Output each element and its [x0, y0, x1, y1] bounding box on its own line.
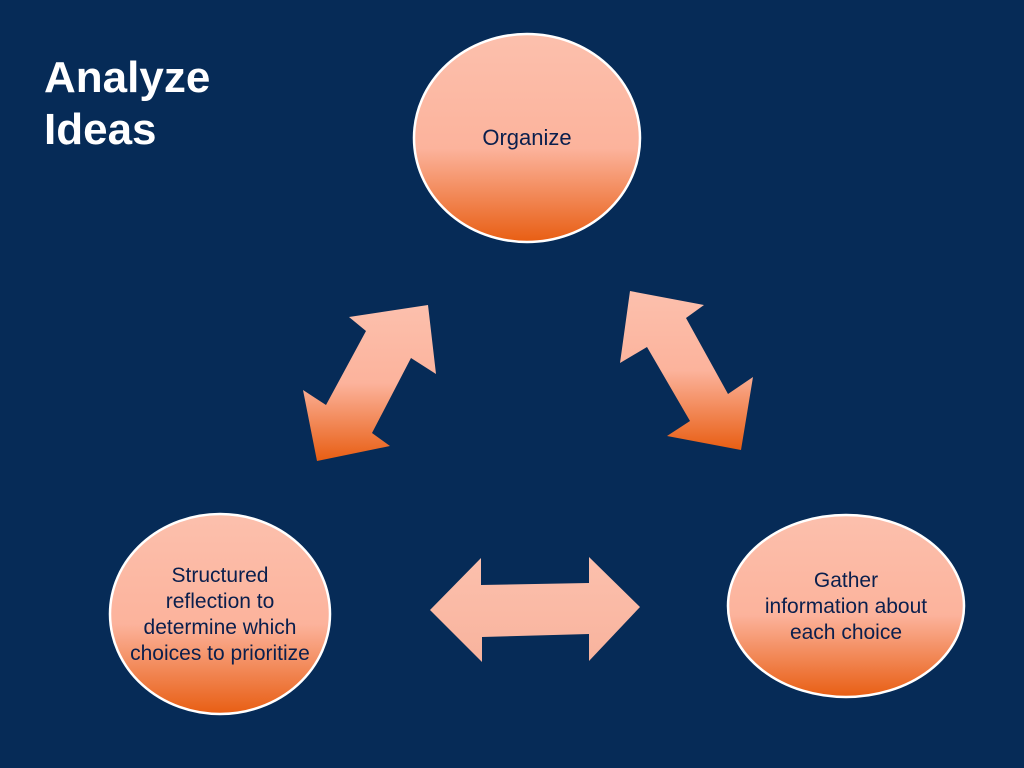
node-gather-circle — [726, 513, 966, 699]
double-arrow-horizontal-icon — [430, 557, 640, 662]
double-arrow-right-icon — [620, 291, 753, 450]
title-line-1: Analyze — [44, 53, 211, 102]
title-line-2: Ideas — [44, 105, 157, 154]
node-reflection-circle — [108, 512, 332, 716]
node-gather-label: Gather information about each choice — [764, 569, 928, 644]
node-reflection-label: Structured reflection to determine which… — [130, 564, 310, 665]
node-organize-label: Organize — [482, 125, 572, 150]
double-arrow-left-icon — [303, 305, 436, 461]
slide-title: Analyze Ideas — [44, 52, 344, 156]
node-organize-circle — [412, 32, 642, 244]
